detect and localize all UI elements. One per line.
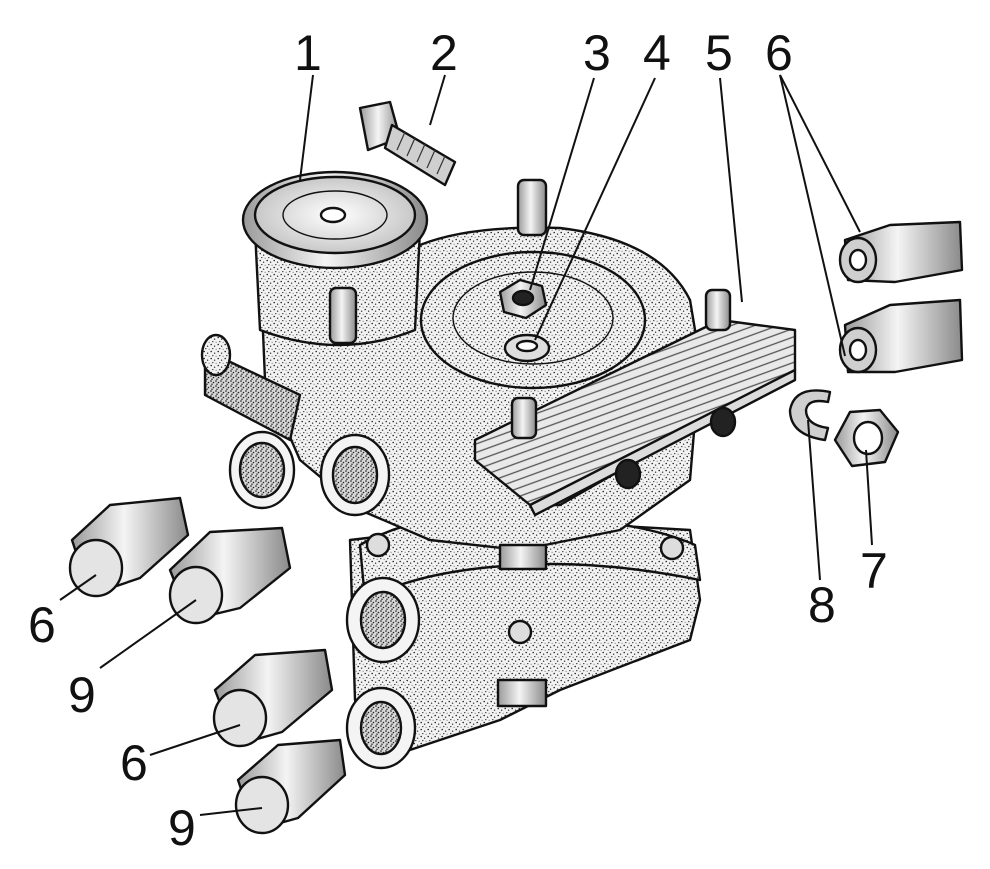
fitting-right-upper bbox=[838, 220, 964, 284]
callout-7: 7 bbox=[860, 543, 888, 599]
leader-6c bbox=[59, 574, 97, 601]
callout-9-left-a: 9 bbox=[68, 667, 96, 723]
callout-5: 5 bbox=[705, 25, 733, 81]
leader-6a bbox=[779, 74, 861, 233]
leader-3 bbox=[529, 77, 595, 291]
leader-9b bbox=[199, 807, 263, 816]
bolt bbox=[358, 100, 457, 187]
leader-1 bbox=[299, 74, 314, 181]
mounting-studs bbox=[328, 178, 732, 440]
callout-6-left-a: 6 bbox=[28, 597, 56, 653]
callout-2: 2 bbox=[430, 25, 458, 81]
callout-labels: 1 2 3 4 5 6 6 9 6 9 8 7 bbox=[28, 25, 888, 856]
leader-9a bbox=[99, 599, 197, 669]
leader-6b bbox=[779, 74, 846, 357]
callout-3: 3 bbox=[583, 25, 611, 81]
pressure-gauge bbox=[241, 170, 429, 270]
callout-6-left-b: 6 bbox=[120, 735, 148, 791]
leader-5 bbox=[719, 77, 743, 303]
callout-4: 4 bbox=[643, 25, 671, 81]
spring-washer bbox=[788, 389, 832, 442]
leader-8 bbox=[807, 419, 821, 581]
leader-2 bbox=[429, 74, 446, 126]
callout-8: 8 bbox=[808, 577, 836, 633]
fitting-left-6b bbox=[212, 648, 334, 748]
body-ports bbox=[228, 430, 685, 770]
leader-lines bbox=[59, 74, 873, 816]
callout-6-top: 6 bbox=[765, 25, 793, 81]
fitting-left-9b bbox=[234, 738, 347, 835]
center-washer bbox=[503, 333, 551, 363]
leader-6d bbox=[149, 724, 241, 756]
leader-7 bbox=[865, 449, 873, 546]
callout-9-left-b: 9 bbox=[168, 800, 196, 856]
fitting-right-lower bbox=[838, 298, 964, 374]
fitting-left-6a bbox=[68, 496, 190, 598]
callout-1: 1 bbox=[294, 25, 322, 81]
fitting-left-9a bbox=[168, 526, 292, 625]
mounting-bracket bbox=[473, 318, 797, 517]
hex-nut bbox=[833, 408, 900, 468]
center-nut bbox=[498, 278, 548, 320]
leader-4 bbox=[534, 77, 656, 341]
